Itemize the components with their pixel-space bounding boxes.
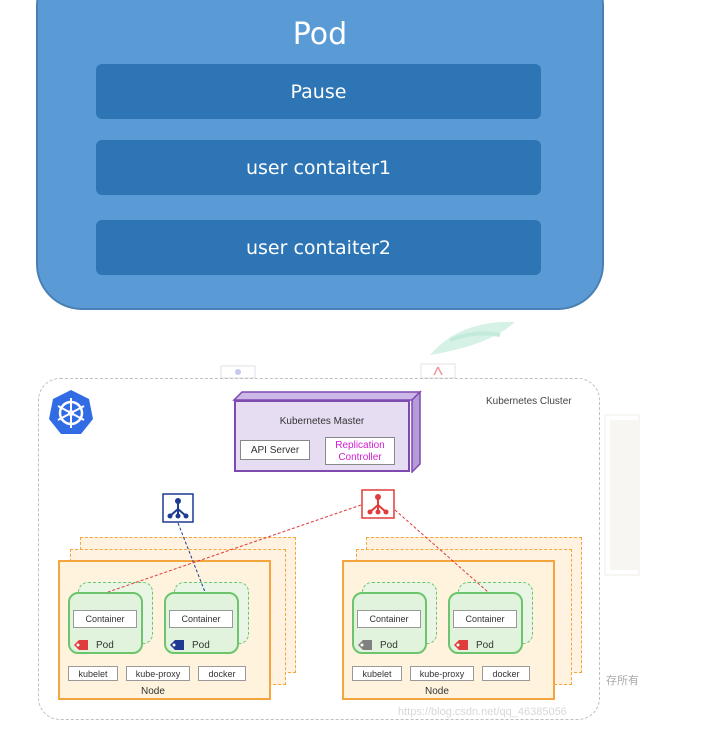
node-label: Node	[425, 686, 449, 697]
pod-title: Pod	[292, 17, 348, 52]
node-label: Node	[141, 686, 165, 697]
service-selector-blue-icon	[162, 493, 194, 523]
kubelet-box: kubelet	[352, 666, 402, 681]
red-selector-line-left	[107, 504, 362, 593]
container-box: Container	[357, 610, 421, 628]
rc-label-line1: Replication	[335, 440, 385, 451]
pod-label: Pod	[192, 640, 210, 651]
service-selector-red-icon	[361, 489, 395, 519]
faded-background-stack	[604, 414, 640, 576]
user-container-2-bar: user contaiter2	[96, 220, 541, 275]
side-text: 存所有	[606, 674, 639, 687]
pod-tag-red-icon	[74, 640, 88, 650]
watermark-url: https://blog.csdn.net/qq_46385056	[398, 706, 567, 718]
pod-label: Pod	[380, 640, 398, 651]
master-box-shading	[232, 390, 422, 473]
docker-box: docker	[482, 666, 530, 681]
container-box: Container	[453, 610, 517, 628]
pod-label: Pod	[96, 640, 114, 651]
kube-proxy-box: kube-proxy	[410, 666, 474, 681]
pod-label: Pod	[476, 640, 494, 651]
kubelet-box: kubelet	[68, 666, 118, 681]
blue-selector-line	[177, 522, 206, 593]
pod-tag-gray-icon	[358, 640, 372, 650]
container-box: Container	[73, 610, 137, 628]
decorative-leaf-icon	[430, 321, 515, 355]
red-selector-line-right	[394, 509, 489, 593]
pause-container-bar: Pause	[96, 64, 541, 119]
rc-label-line2: Controller	[338, 452, 382, 463]
kubernetes-cluster-boundary	[38, 378, 600, 720]
kube-proxy-box: kube-proxy	[126, 666, 190, 681]
api-server: API Server	[240, 440, 310, 460]
docker-box: docker	[198, 666, 246, 681]
pod-panel: Pod Pause user contaiter1 user contaiter…	[36, 0, 604, 310]
container-box: Container	[169, 610, 233, 628]
cluster-label: Kubernetes Cluster	[486, 396, 572, 407]
pod-tag-blue-icon	[170, 640, 184, 650]
master-label: Kubernetes Master	[279, 416, 365, 427]
user-container-1-bar: user contaiter1	[96, 140, 541, 195]
replication-controller: Replication Controller	[325, 437, 395, 465]
pod-tag-red-icon	[454, 640, 468, 650]
kubernetes-helm-icon	[49, 390, 93, 434]
